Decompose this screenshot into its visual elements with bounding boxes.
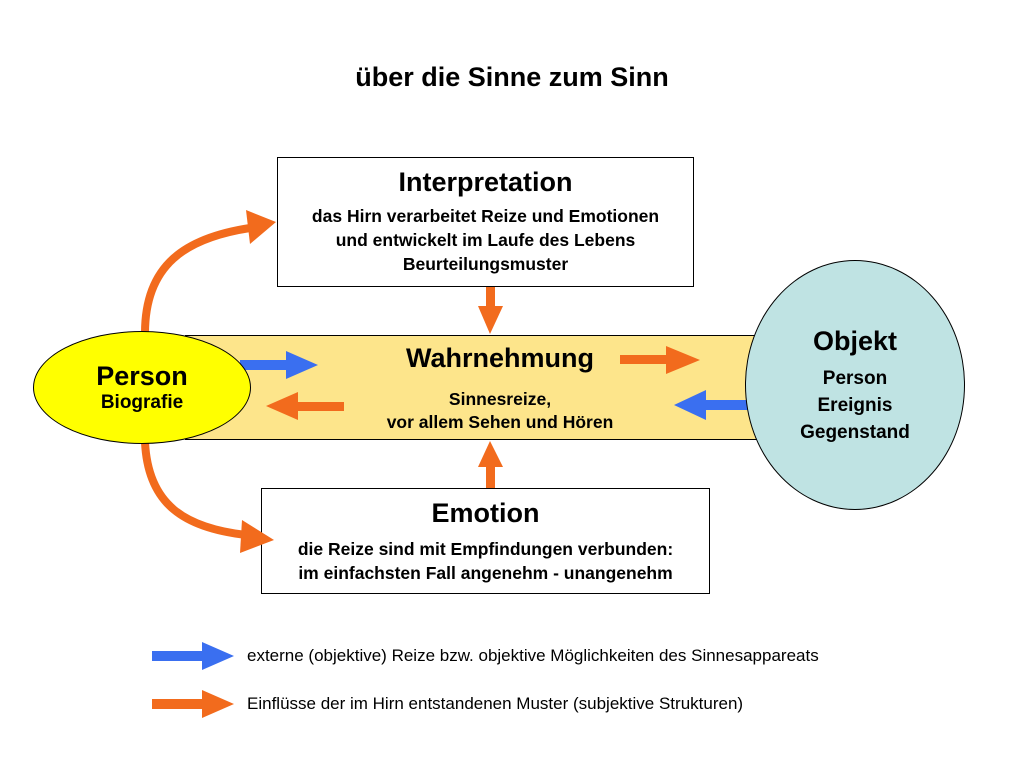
person-sub: Biografie	[100, 391, 184, 413]
interpretation-line1: das Hirn verarbeitet Reize und Emotionen	[311, 206, 660, 226]
legend-blue-arrow-shaft	[152, 651, 204, 661]
legend-orange-text: Einflüsse der im Hirn entstandenen Muste…	[247, 694, 744, 713]
emotion-line1: die Reize sind mit Empfindungen verbunde…	[297, 539, 674, 559]
legend-orange-arrow-head	[202, 690, 234, 718]
orange-arrow-left-head	[266, 392, 298, 420]
curve-arrow-to-interpretation	[141, 224, 251, 334]
person-ellipse: Person Biografie	[33, 331, 251, 444]
arrow-emotion-head	[478, 441, 503, 467]
person-heading: Person	[96, 360, 188, 391]
blue-arrow-right-head	[286, 351, 318, 379]
wahrnehmung-line2: vor allem Sehen und Hören	[386, 412, 614, 432]
emotion-line2: im einfachsten Fall angenehm - unangeneh…	[298, 563, 673, 583]
orange-arrow-right-shaft	[620, 355, 668, 364]
blue-arrow-left-shaft	[704, 400, 752, 410]
interpretation-box: Interpretation das Hirn verarbeitet Reiz…	[277, 157, 694, 287]
interpretation-heading: Interpretation	[398, 167, 573, 197]
arrow-interpretation-shaft	[486, 287, 495, 308]
blue-arrow-left-head	[674, 390, 706, 420]
curve-arrow-head-down	[240, 520, 274, 553]
legend-orange-arrow-shaft	[152, 699, 204, 709]
arrow-emotion-shaft	[486, 465, 495, 488]
legend-blue-text: externe (objektive) Reize bzw. objektive…	[247, 646, 819, 665]
legend-blue-arrow-head	[202, 642, 234, 670]
objekt-heading: Objekt	[812, 325, 898, 356]
curve-arrow-head-up	[246, 210, 276, 244]
curve-arrow-to-emotion	[141, 441, 247, 539]
objekt-item-gegenstand: Gegenstand	[800, 421, 910, 443]
objekt-item-person: Person	[822, 367, 888, 389]
emotion-heading: Emotion	[431, 498, 540, 528]
orange-arrow-right-head	[666, 346, 700, 374]
wahrnehmung-heading: Wahrnehmung	[406, 343, 594, 373]
wahrnehmung-band	[185, 335, 785, 440]
arrow-interpretation-head	[478, 306, 503, 334]
interpretation-line2: und entwickelt im Laufe des Lebens	[335, 230, 636, 250]
interpretation-line3: Beurteilungsmuster	[402, 254, 569, 274]
blue-arrow-right-shaft	[240, 360, 288, 370]
orange-arrow-left-shaft	[296, 402, 344, 411]
objekt-item-ereignis: Ereignis	[817, 394, 893, 416]
wahrnehmung-line1: Sinnesreize,	[448, 389, 552, 409]
objekt-ellipse: Objekt Person Ereignis Gegenstand	[745, 260, 965, 510]
page-title: über die Sinne zum Sinn	[355, 62, 669, 92]
emotion-box: Emotion die Reize sind mit Empfindungen …	[261, 488, 710, 594]
